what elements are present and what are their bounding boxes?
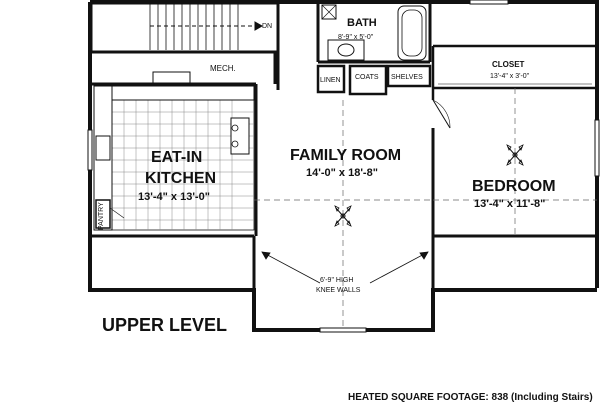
bedroom-dims: 13'-4" x 11'-8"	[474, 198, 545, 210]
knee-wall-line2: KNEE WALLS	[316, 287, 361, 294]
family-room-name: FAMILY ROOM	[290, 147, 401, 164]
windows	[87, 0, 600, 333]
linen-label: LINEN	[320, 77, 341, 84]
knee-wall-line1: 6'-9" HIGH	[320, 277, 353, 284]
shelves-label: SHELVES	[391, 74, 423, 81]
kitchen-dims: 13'-4" x 13'-0"	[138, 191, 210, 203]
mech-label: MECH.	[210, 64, 236, 73]
stairs	[91, 3, 280, 90]
family-room-dims: 14'-0" x 18'-8"	[306, 167, 378, 179]
kitchen-name-line2: KITCHEN	[145, 170, 216, 187]
bedroom-name: BEDROOM	[472, 178, 556, 195]
bedroom-walls	[431, 99, 451, 236]
stair-dn-label: DN	[262, 23, 272, 30]
ceiling-lines	[254, 88, 597, 330]
ceiling-fan-bedroom-icon	[506, 144, 524, 166]
knee-wall-zones	[90, 234, 597, 330]
closet-dims: 13'-4" x 3'-0"	[490, 73, 530, 80]
bath-room	[316, 2, 432, 64]
footage-caption: HEATED SQUARE FOOTAGE: 838 (Including St…	[348, 392, 593, 403]
bath-dims: 8'-9" x 5'-0"	[338, 34, 374, 41]
storage-closets	[316, 64, 432, 96]
bath-name: BATH	[347, 17, 377, 29]
level-title: UPPER LEVEL	[102, 315, 227, 335]
knee-wall-arrows	[261, 251, 429, 284]
closet-name: CLOSET	[492, 60, 525, 69]
coats-label: COATS	[355, 74, 379, 81]
kitchen-name-line1: EAT-IN	[151, 149, 202, 166]
pantry-label: PANTRY	[98, 202, 105, 230]
kitchen-area	[93, 71, 255, 231]
ceiling-fan-family-icon	[334, 205, 352, 227]
mech-room	[92, 50, 277, 96]
